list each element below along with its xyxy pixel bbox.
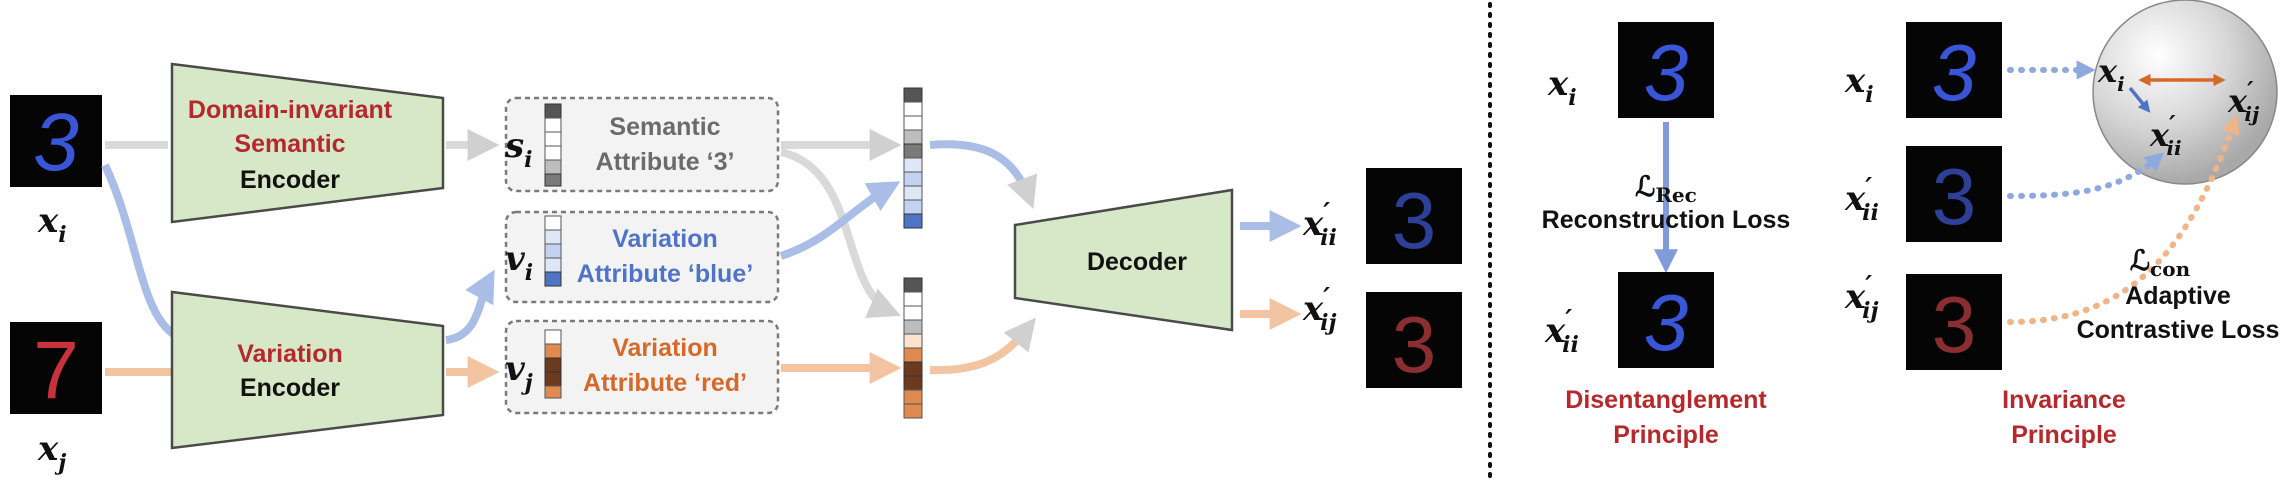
svg-text:3: 3	[1392, 176, 1437, 265]
svg-text:3: 3	[1392, 300, 1437, 389]
label-xii-out: x′ii	[1302, 198, 1337, 251]
attribute-box-variation-blue: vi Variation Attribute ‘blue’	[504, 210, 780, 304]
svg-text:3: 3	[1932, 152, 1977, 241]
image-xi-dis: 3	[1618, 22, 1714, 118]
svg-text:Decoder: Decoder	[1087, 248, 1187, 276]
svg-text:Domain-invariant: Domain-invariant	[188, 96, 393, 124]
svg-text:7: 7	[33, 325, 79, 416]
loss-con-line2: Contrastive Loss	[2077, 316, 2280, 344]
vector-icon-vj	[544, 329, 562, 399]
image-xii-dis: 3	[1618, 272, 1714, 368]
svg-text:Variation: Variation	[237, 340, 343, 368]
svg-text:si: si	[504, 126, 533, 173]
label-xij-inv: x′ij	[1844, 271, 1878, 324]
arrow-vec2-to-decoder	[929, 317, 1036, 375]
svg-text:Attribute ‘blue’: Attribute ‘blue’	[577, 260, 753, 288]
image-xij-inv: 3	[1906, 274, 2002, 370]
svg-text:Attribute ‘red’: Attribute ‘red’	[583, 369, 747, 397]
invariance-principle-line2: Principle	[2011, 421, 2117, 449]
arrow-variation-to-vi	[445, 269, 495, 344]
label-xi-dis: xi	[1547, 64, 1577, 111]
svg-text:3: 3	[1932, 28, 1977, 117]
loss-rec-symbol: ℒRec	[1635, 170, 1697, 207]
arrow-xi-xii	[2128, 86, 2151, 113]
vector-icon-vi	[544, 215, 562, 287]
svg-text:Encoder: Encoder	[240, 374, 340, 402]
svg-text:3: 3	[33, 97, 79, 188]
arrow-xi-to-variation	[101, 163, 182, 342]
combined-vector-si-vj	[903, 277, 923, 419]
variation-encoder: Variation Encoder	[170, 290, 445, 450]
input-image-xi: 3	[10, 95, 102, 188]
loss-rec-name: Reconstruction Loss	[1542, 206, 1791, 234]
disentanglement-principle-line1: Disentanglement	[1565, 386, 1767, 414]
invariance-principle-line1: Invariance	[2002, 386, 2126, 414]
output-image-xij: 3	[1366, 292, 1462, 389]
decoder: Decoder	[1013, 188, 1234, 332]
sphere-label-xii: x′ii	[2149, 110, 2182, 160]
arrow-si-to-vec2	[779, 148, 901, 318]
svg-text:Semantic: Semantic	[234, 130, 345, 158]
svg-text:3: 3	[1644, 28, 1689, 117]
attribute-box-variation-red: vj Variation Attribute ‘red’	[504, 319, 780, 415]
label-xii-inv: x′ii	[1844, 173, 1879, 226]
svg-text:vi: vi	[505, 239, 533, 286]
sphere-label-xi: xi	[2097, 52, 2125, 96]
svg-text:Attribute ‘3’: Attribute ‘3’	[596, 148, 735, 176]
label-xij-out: x′ij	[1302, 283, 1336, 336]
semantic-encoder: Domain-invariant Semantic Encoder	[170, 62, 445, 224]
attribute-box-semantic: si Semantic Attribute ‘3’	[504, 96, 780, 193]
arrow-vec1-to-decoder	[929, 140, 1038, 209]
vector-icon-si	[544, 103, 562, 187]
combined-vector-si-vi	[903, 87, 923, 229]
image-xii-inv: 3	[1906, 146, 2002, 242]
input-image-xj: 7	[10, 322, 102, 416]
image-xi-inv: 3	[1906, 22, 2002, 118]
svg-text:3: 3	[1644, 278, 1689, 367]
output-image-xii: 3	[1366, 168, 1462, 265]
svg-text:Semantic: Semantic	[609, 113, 720, 141]
disentanglement-principle-line2: Principle	[1613, 421, 1719, 449]
arrow-vi-to-vec1	[779, 181, 901, 260]
dotted-arrow-xii	[2007, 152, 2165, 199]
svg-text:3: 3	[1932, 280, 1977, 369]
dotted-arrow-xij	[2007, 114, 2240, 325]
label-xj: xj	[37, 429, 66, 476]
label-xii-dis: x′ii	[1544, 305, 1579, 358]
svg-text:Variation: Variation	[612, 225, 718, 253]
svg-text:Variation: Variation	[612, 334, 718, 362]
sphere-label-xij: x′ij	[2227, 76, 2260, 126]
label-xi: xi	[37, 201, 67, 248]
label-xi-inv: xi	[1844, 61, 1874, 108]
loss-con-symbol: ℒcon	[2130, 244, 2191, 281]
loss-con-line1: Adaptive	[2125, 282, 2231, 310]
svg-text:Encoder: Encoder	[240, 166, 340, 194]
